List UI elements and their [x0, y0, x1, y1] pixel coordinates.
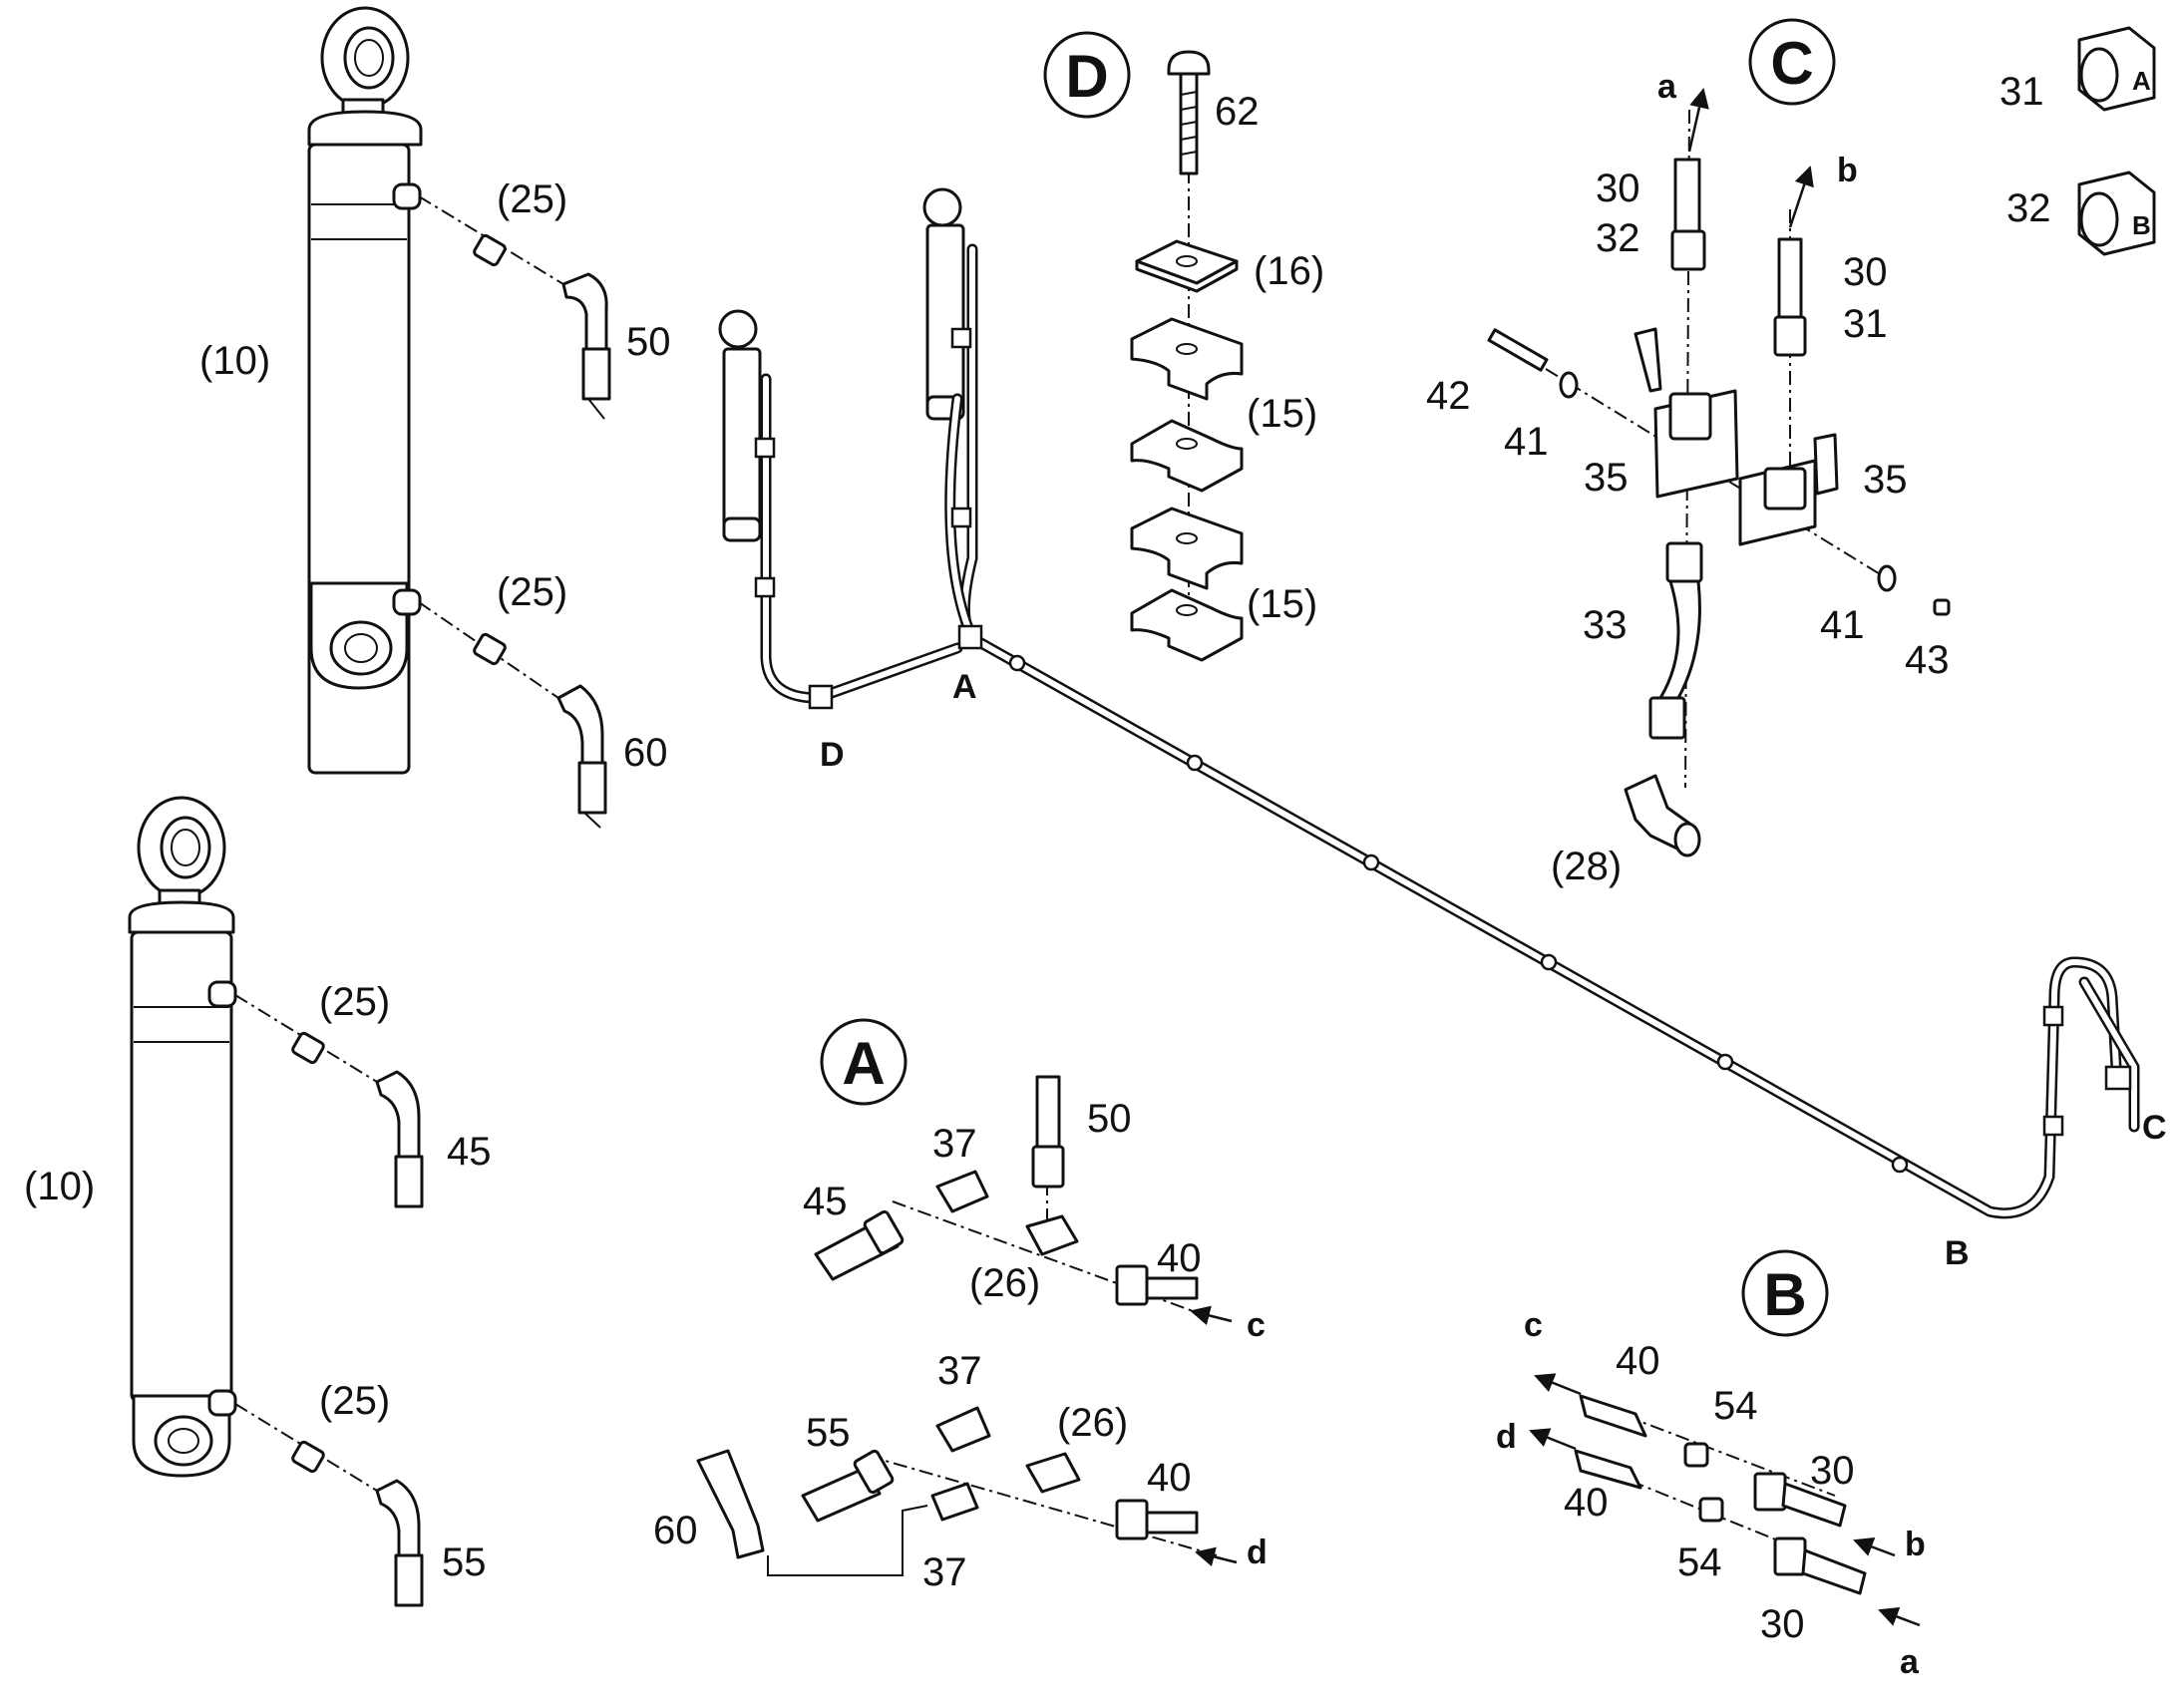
callout-30: 30 [1760, 1602, 1805, 1646]
callout-25: (25) [497, 177, 567, 221]
callout-42: 42 [1426, 374, 1471, 418]
callout-50: 50 [626, 320, 671, 364]
callout-55: 55 [806, 1411, 851, 1455]
hose-left-branch [760, 373, 963, 704]
callout-35: 35 [1584, 456, 1629, 500]
callout-45: 45 [447, 1130, 492, 1174]
callout-25: (25) [319, 980, 390, 1024]
flow-label-a: a [1900, 1643, 1920, 1681]
label-cube-31: A [2077, 26, 2156, 112]
svg-text:B: B [2132, 210, 2151, 240]
callout-25: (25) [497, 570, 567, 614]
callout-40: 40 [1564, 1481, 1609, 1525]
callout-33: 33 [1583, 603, 1628, 647]
detail-a-fittings [696, 1075, 1218, 1576]
fitting-25-top-lower [418, 601, 607, 829]
callout-15: (15) [1247, 392, 1317, 436]
point-labels: A B C D [820, 668, 2167, 1272]
badge-detail-a: A [820, 1018, 908, 1106]
badge-detail-b: B [1741, 1249, 1829, 1337]
callout-30: 30 [1596, 167, 1640, 210]
callout-10-bottom: (10) [24, 1165, 95, 1208]
callout-labels: (10) (10) (25) (25) (25) (25) 50 60 45 5… [24, 70, 2051, 1646]
badge-detail-d: D [1043, 31, 1131, 119]
callout-16: (16) [1254, 249, 1324, 293]
assembly-overview [718, 187, 2140, 1219]
callout-30: 30 [1843, 250, 1888, 294]
point-label-d: D [820, 736, 845, 774]
callout-62: 62 [1215, 90, 1260, 134]
fitting-25-bottom-lower [234, 1403, 424, 1607]
callout-32-cube: 32 [2006, 186, 2051, 230]
callout-41: 41 [1820, 603, 1865, 647]
callout-26: (26) [1057, 1401, 1128, 1445]
hose-main-line [966, 632, 2122, 1219]
flow-label-b: b [1905, 1526, 1926, 1563]
callout-26: (26) [969, 1261, 1040, 1305]
callout-35: 35 [1863, 458, 1908, 502]
callout-31: 31 [1843, 302, 1888, 346]
flow-label-d: d [1496, 1418, 1517, 1456]
callout-32: 32 [1596, 216, 1640, 260]
flow-label-a: a [1657, 68, 1677, 106]
small-cylinder-left [718, 309, 762, 542]
callout-60: 60 [623, 731, 668, 775]
callout-60: 60 [653, 1509, 698, 1552]
hydraulic-cylinder-bottom [128, 796, 237, 1478]
flow-labels: a b c d c d b a [1247, 68, 1926, 1681]
callout-50: 50 [1087, 1097, 1132, 1141]
svg-text:A: A [2132, 66, 2151, 96]
callout-37: 37 [937, 1349, 982, 1393]
callout-30: 30 [1810, 1449, 1855, 1493]
fitting-25-bottom-upper [234, 994, 424, 1208]
callout-15: (15) [1247, 582, 1317, 626]
callout-45: 45 [803, 1180, 848, 1223]
callout-54: 54 [1677, 1540, 1722, 1584]
svg-text:D: D [1065, 43, 1108, 110]
flow-label-d: d [1247, 1534, 1268, 1571]
svg-text:A: A [842, 1030, 885, 1097]
hydraulic-cylinder-top [307, 6, 423, 775]
callout-40: 40 [1616, 1339, 1660, 1383]
flow-label-c: c [1524, 1306, 1543, 1344]
callout-25: (25) [319, 1379, 390, 1423]
badge-detail-c: C [1748, 18, 1836, 106]
flow-arrows [1190, 88, 1921, 1627]
small-cylinder-right [922, 187, 965, 421]
callout-40: 40 [1157, 1236, 1202, 1280]
point-label-b: B [1945, 1234, 1970, 1272]
callout-55: 55 [442, 1540, 487, 1584]
flow-label-b: b [1837, 152, 1858, 189]
point-label-a: A [952, 668, 977, 706]
detail-c-valve-block [1487, 109, 1951, 857]
callout-54: 54 [1713, 1384, 1758, 1428]
callout-40: 40 [1147, 1456, 1192, 1500]
callout-37: 37 [932, 1122, 977, 1166]
detail-d-clamp-stack [1130, 50, 1244, 662]
callout-37: 37 [922, 1550, 967, 1594]
callout-43: 43 [1905, 638, 1950, 682]
flow-label-c: c [1247, 1306, 1266, 1344]
callout-28: (28) [1551, 845, 1622, 888]
fitting-25-top-upper [418, 195, 611, 420]
svg-text:B: B [1763, 1261, 1806, 1328]
callout-41: 41 [1504, 420, 1549, 464]
svg-text:C: C [1770, 30, 1813, 97]
callout-31-cube: 31 [1999, 70, 2044, 114]
point-label-c: C [2142, 1109, 2167, 1147]
label-cube-32: B [2077, 171, 2156, 256]
callout-10-top: (10) [199, 339, 270, 383]
detail-b-fittings [1574, 1394, 1867, 1595]
